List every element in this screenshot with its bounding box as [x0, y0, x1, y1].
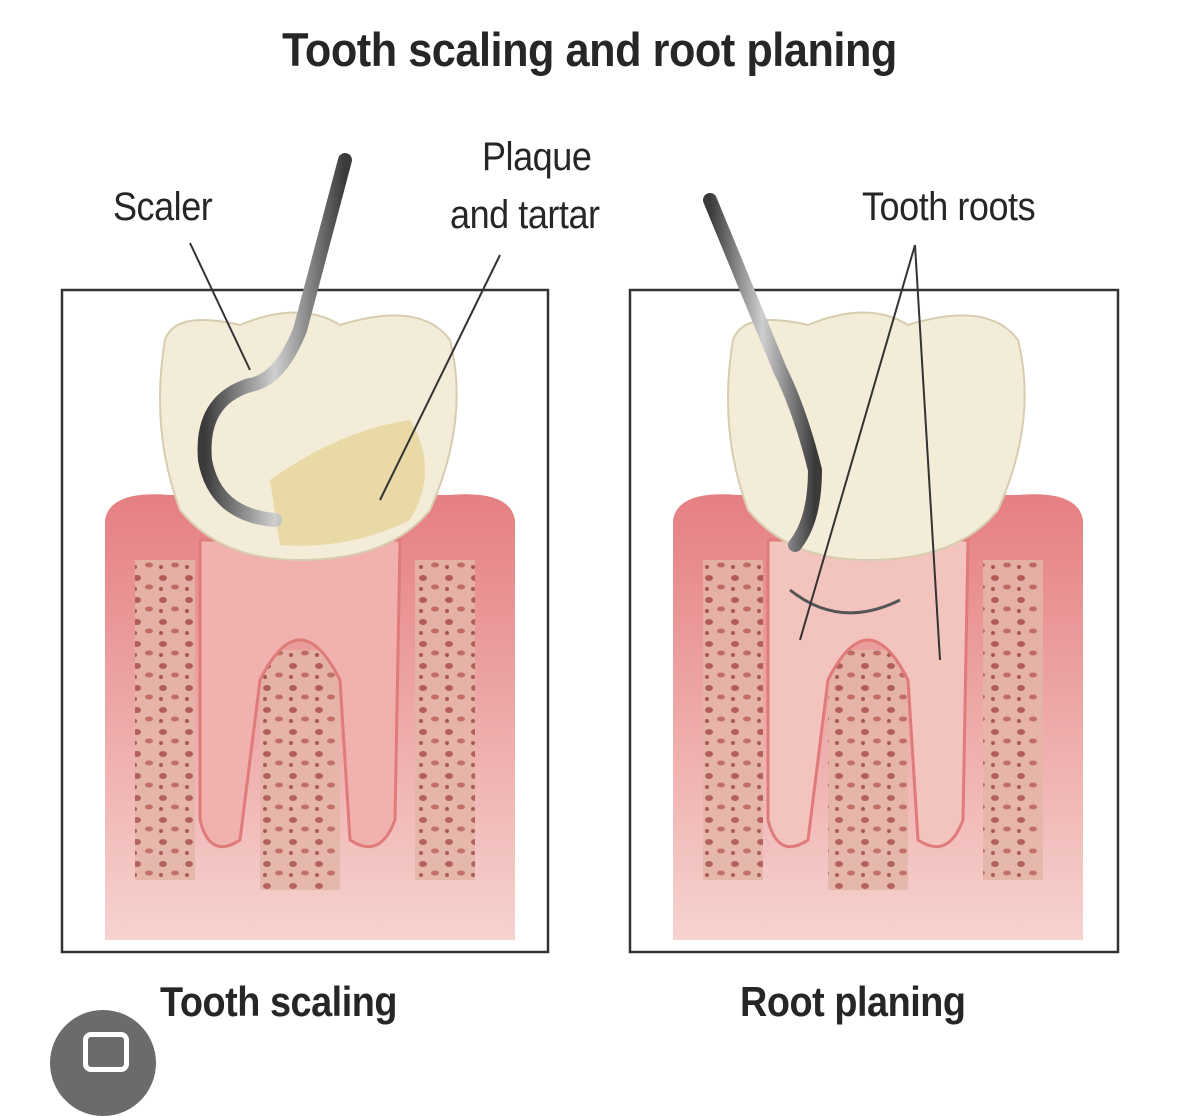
label-plaque: Plaque — [482, 135, 592, 179]
panel-root-planing — [628, 193, 1120, 954]
label-scaler: Scaler — [113, 185, 213, 229]
diagram-title: Tooth scaling and root planing — [282, 23, 897, 76]
lens-search-icon — [83, 1032, 129, 1072]
label-tooth-roots: Tooth roots — [862, 185, 1036, 229]
label-and-tartar: and tartar — [450, 193, 600, 237]
illustration — [60, 153, 1120, 954]
caption-tooth-scaling: Tooth scaling — [160, 978, 398, 1025]
caption-root-planing: Root planing — [740, 978, 966, 1025]
panel-tooth-scaling — [60, 153, 550, 954]
lens-search-button[interactable] — [50, 1010, 156, 1116]
